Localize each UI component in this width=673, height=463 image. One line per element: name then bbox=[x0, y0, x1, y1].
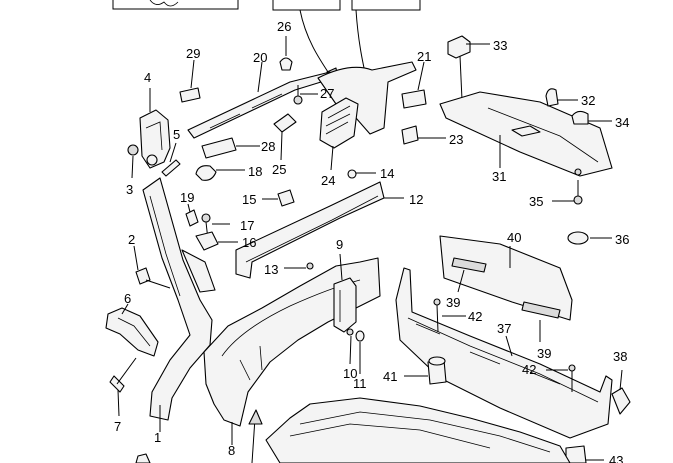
callout-5: 5 bbox=[173, 127, 180, 142]
callout-26: 26 bbox=[277, 19, 291, 34]
part-sill-rail bbox=[185, 169, 404, 279]
callout-4: 4 bbox=[144, 70, 151, 85]
callout-14: 14 bbox=[380, 166, 394, 181]
callout-42b: 42 bbox=[522, 362, 536, 377]
part-rear-sill bbox=[395, 267, 631, 463]
callout-labels: 1 2 3 4 5 6 7 8 9 10 11 12 13 14 15 16 1… bbox=[114, 19, 629, 463]
part-bumper-cover bbox=[333, 253, 365, 374]
callout-13: 13 bbox=[264, 262, 278, 277]
callout-2: 2 bbox=[128, 232, 135, 247]
callout-25: 25 bbox=[272, 162, 286, 177]
callout-40: 40 bbox=[507, 230, 521, 245]
callout-31: 31 bbox=[492, 169, 506, 184]
callout-1: 1 bbox=[154, 430, 161, 445]
part-lower-left bbox=[105, 245, 171, 417]
callout-39a: 39 bbox=[446, 295, 460, 310]
callout-34: 34 bbox=[615, 115, 629, 130]
callout-12: 12 bbox=[409, 192, 423, 207]
part-parcel-shelf bbox=[439, 35, 613, 245]
callout-42a: 42 bbox=[468, 309, 482, 324]
callout-3: 3 bbox=[126, 182, 133, 197]
callout-8: 8 bbox=[228, 443, 235, 458]
callout-10: 10 bbox=[343, 366, 357, 381]
callout-32: 32 bbox=[581, 93, 595, 108]
callout-36: 36 bbox=[615, 232, 629, 247]
callout-41: 41 bbox=[383, 369, 397, 384]
callout-27: 27 bbox=[320, 86, 334, 101]
part-floor-cover bbox=[135, 397, 571, 463]
part-upper-center bbox=[273, 36, 446, 171]
callout-18: 18 bbox=[248, 164, 262, 179]
callout-17: 17 bbox=[240, 218, 254, 233]
callout-21: 21 bbox=[417, 49, 431, 64]
callout-39b: 39 bbox=[537, 346, 551, 361]
callout-7: 7 bbox=[114, 419, 121, 434]
callout-19: 19 bbox=[180, 190, 194, 205]
part-bracket bbox=[127, 88, 181, 179]
callout-33: 33 bbox=[493, 38, 507, 53]
callout-15: 15 bbox=[242, 192, 256, 207]
callout-20: 20 bbox=[253, 50, 267, 65]
callout-37: 37 bbox=[497, 321, 511, 336]
callout-16: 16 bbox=[242, 235, 256, 250]
callout-38: 38 bbox=[613, 349, 627, 364]
callout-29: 29 bbox=[186, 46, 200, 61]
callout-24: 24 bbox=[321, 173, 335, 188]
callout-23: 23 bbox=[449, 132, 463, 147]
callout-9: 9 bbox=[336, 237, 343, 252]
callout-11: 11 bbox=[353, 376, 367, 391]
callout-43: 43 bbox=[609, 453, 623, 463]
part-rail-clips bbox=[179, 59, 335, 181]
part-sill-panel bbox=[439, 235, 573, 342]
part-b-pillar-trim bbox=[142, 177, 216, 432]
callout-6: 6 bbox=[124, 291, 131, 306]
callout-35: 35 bbox=[529, 194, 543, 209]
callout-28: 28 bbox=[261, 139, 275, 154]
